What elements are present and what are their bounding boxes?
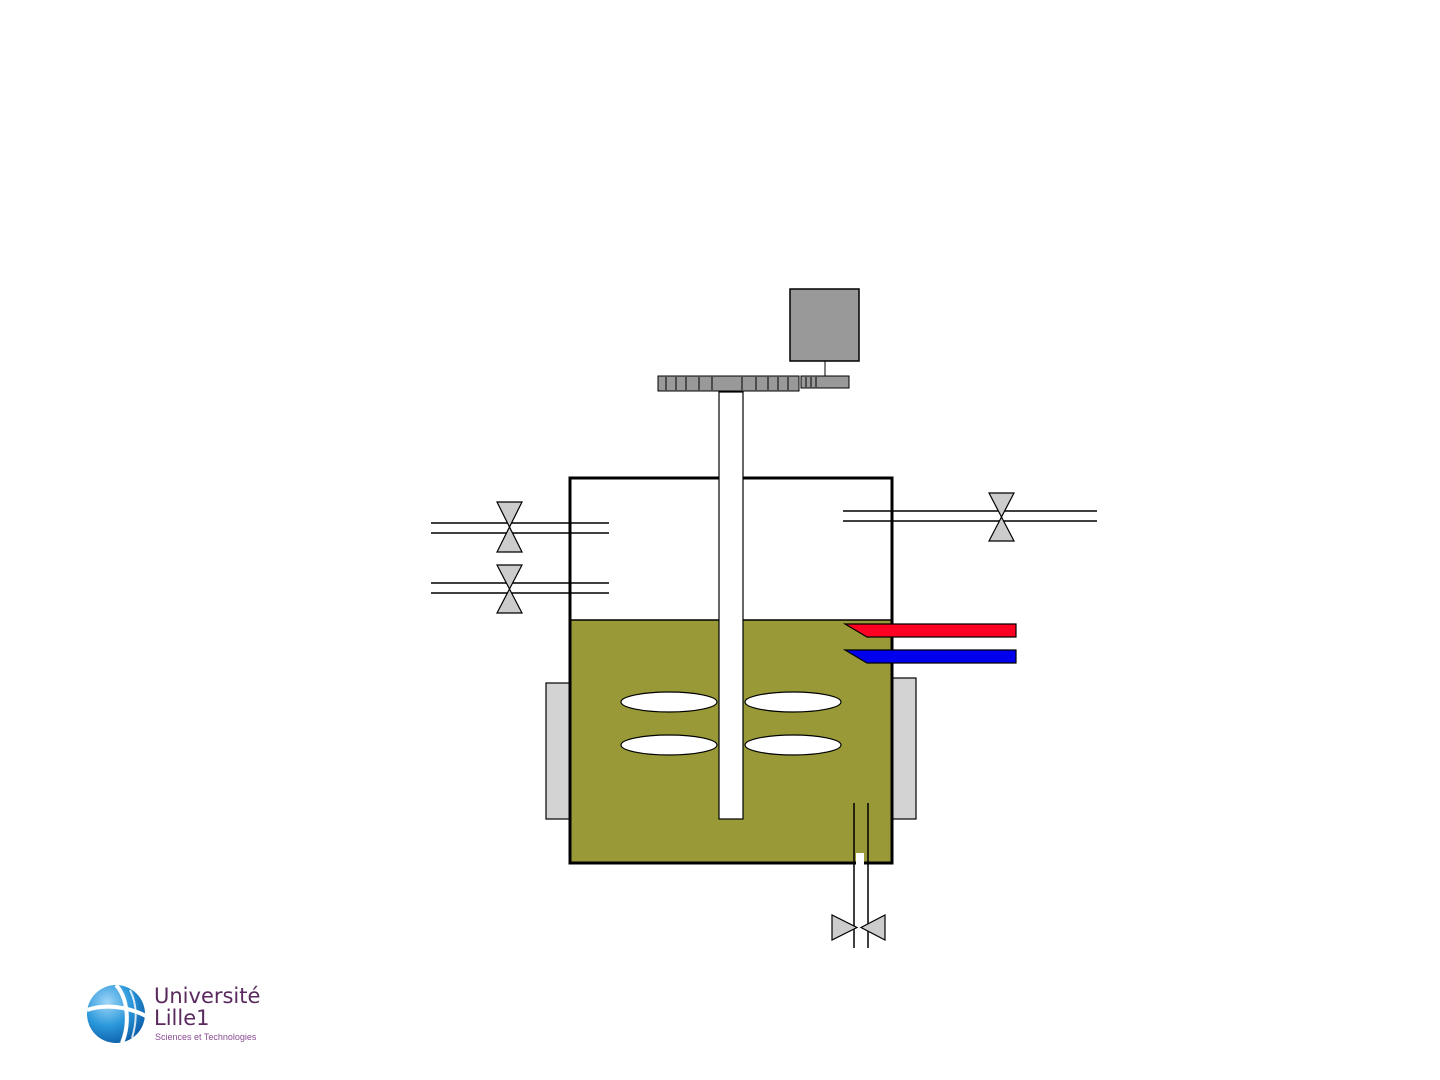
outlet-pipe-right	[843, 511, 1097, 521]
outlet-valve-right	[989, 493, 1014, 541]
cold-probe	[845, 650, 1016, 663]
impeller-blade	[621, 692, 717, 712]
globe-logo-icon	[86, 984, 148, 1044]
heating-jacket-left	[546, 683, 571, 819]
impeller-blade	[745, 735, 841, 755]
pinion-gear	[801, 376, 849, 388]
inlet-valve-bottom	[497, 565, 522, 613]
heating-jacket-right	[891, 678, 916, 819]
drain-valve	[832, 915, 885, 940]
impeller-blade	[621, 735, 717, 755]
hot-probe	[845, 624, 1016, 637]
inlet-valve-top	[497, 502, 522, 552]
inlet-pipe-bottom	[431, 583, 609, 593]
inlet-pipe-top	[431, 523, 609, 533]
reactor-diagram	[0, 0, 1440, 980]
logo-university-name: Université	[154, 986, 260, 1007]
motor-box	[790, 289, 859, 361]
impeller-blade	[745, 692, 841, 712]
university-logo: Université Lille1 Sciences et Technologi…	[86, 984, 286, 1046]
main-gear	[658, 376, 799, 391]
logo-subtitle: Sciences et Technologies	[155, 1032, 256, 1042]
logo-university-city: Lille1	[154, 1008, 209, 1029]
agitator-shaft	[719, 392, 743, 819]
